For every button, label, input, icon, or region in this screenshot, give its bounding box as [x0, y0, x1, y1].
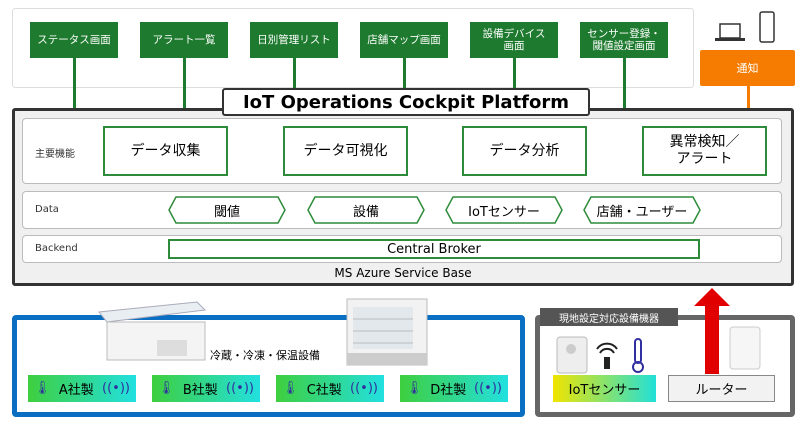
thermometer-icon: 🌡 — [282, 381, 299, 396]
screen-status: ステータス画面 — [30, 22, 118, 58]
function-collect: データ収集 — [103, 126, 228, 176]
wireless-icon: ((•)) — [474, 381, 502, 396]
laptop-phone-icon — [715, 11, 775, 43]
maker-a: 🌡A社製((•)) — [28, 375, 136, 402]
wireless-icon: ((•)) — [350, 381, 378, 396]
freezer-image — [98, 301, 207, 361]
iot-sensor-box: IoTセンサー — [553, 375, 656, 402]
connector-line — [623, 58, 626, 110]
wireless-icon: ((•)) — [226, 381, 254, 396]
screen-store-map: 店舗マップ画面 — [360, 22, 448, 58]
data-label: Data — [35, 204, 59, 215]
equipment-label: 冷蔵・冷凍・保温設備 — [210, 349, 320, 362]
sensor-device-icons — [556, 336, 644, 374]
wireless-icon: ((•)) — [102, 381, 130, 396]
maker-d: 🌡D社製((•)) — [400, 375, 508, 402]
onsite-devices-label: 現地設定対応設備機器 — [540, 308, 678, 326]
screen-alerts: アラート一覧 — [140, 22, 228, 58]
thermometer-icon: 🌡 — [158, 381, 175, 396]
maker-c: 🌡C社製((•)) — [276, 375, 384, 402]
function-visualize: データ可視化 — [283, 126, 408, 176]
data-equipment: 設備 — [307, 196, 425, 224]
functions-label: 主要機能 — [35, 149, 75, 160]
maker-b: 🌡B社製((•)) — [152, 375, 260, 402]
router-image — [729, 326, 761, 370]
screen-sensor-registration: センサー登録・ 閾値設定画面 — [580, 22, 668, 58]
thermometer-icon: 🌡 — [406, 381, 423, 396]
connector-line — [73, 58, 76, 110]
router-box: ルーター — [668, 375, 775, 402]
data-threshold: 閾値 — [168, 196, 286, 224]
platform-title: IoT Operations Cockpit Platform — [222, 88, 590, 116]
showcase-image — [346, 298, 428, 366]
thermometer-icon: 🌡 — [34, 381, 51, 396]
connector-line — [513, 58, 516, 110]
data-store-user: 店舗・ユーザー — [583, 196, 701, 224]
backend-label: Backend — [35, 243, 78, 254]
data-iot-sensor: IoTセンサー — [445, 196, 563, 224]
connector-line — [403, 58, 406, 110]
screen-daily-list: 日別管理リスト — [250, 22, 338, 58]
function-alert: 異常検知／ アラート — [642, 126, 767, 176]
notify-line — [747, 86, 750, 110]
notification-box: 通知 — [700, 50, 795, 86]
central-broker: Central Broker — [168, 239, 700, 259]
upload-arrow-icon — [694, 288, 730, 374]
azure-base-label: MS Azure Service Base — [334, 266, 472, 280]
connector-line — [183, 58, 186, 110]
connector-line — [293, 58, 296, 110]
screen-devices: 設備デバイス 画面 — [470, 22, 558, 58]
function-analyze: データ分析 — [462, 126, 587, 176]
equipment-box — [12, 315, 525, 417]
